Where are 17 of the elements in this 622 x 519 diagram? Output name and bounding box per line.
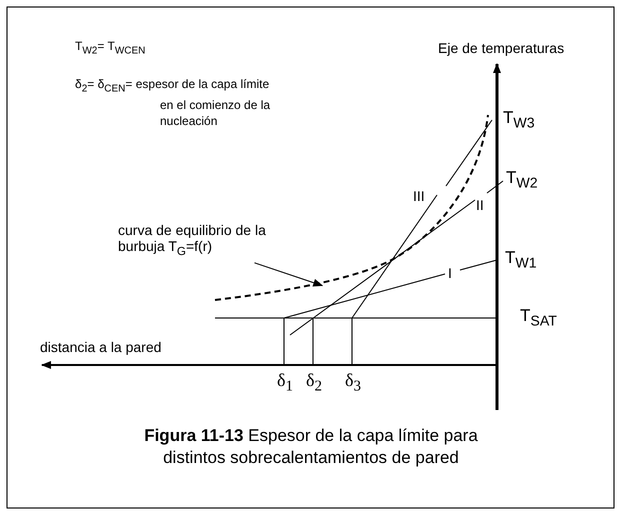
axis-title: distancia a la pared <box>40 339 162 355</box>
line-label: I <box>448 265 452 281</box>
curve-label: curva de equilibrio de la burbuja T$_{G}$=f(r) <box>118 222 293 260</box>
temperature-label: T$_{W1}$ <box>505 250 537 272</box>
axis-title: Eje de temperaturas <box>438 40 564 56</box>
figure-caption: Figura 11-13 Espesor de la capa límite para distintos sobrecalentamientos de pared <box>143 425 479 469</box>
thickness-label: δ$_{2}$ <box>306 372 322 395</box>
formula-note: T$_{W2}$= T$_{WCEN}$ <box>75 38 146 58</box>
line-label: III <box>413 188 425 204</box>
thickness-label: δ$_{1}$ <box>277 372 293 395</box>
line-label: II <box>476 197 484 213</box>
temperature-label: T$_{SAT}$ <box>520 308 557 330</box>
thickness-label: δ$_{3}$ <box>345 372 361 395</box>
leader-arrow <box>254 262 324 287</box>
temperature-label: T$_{W3}$ <box>503 110 535 132</box>
temperature-label: T$_{W2}$ <box>506 170 538 192</box>
definition-note: δ$_{2}$= δ$_{CEN}$= espesor de la capa límite en el comienzo de la nucleación <box>75 76 272 130</box>
